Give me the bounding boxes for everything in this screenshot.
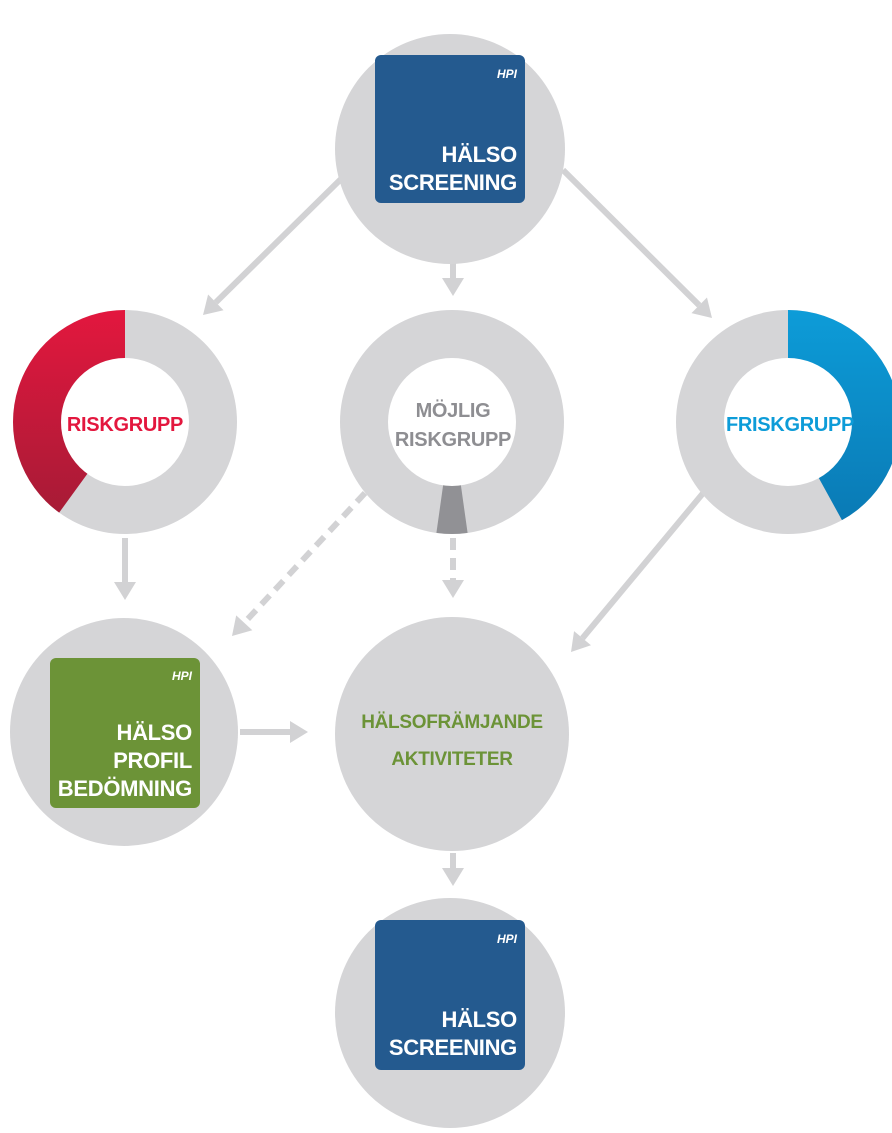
top-screening-label-line1: HÄLSO (441, 142, 517, 167)
healthy-group-node: FRISKGRUPP (676, 310, 892, 534)
possible-risk-label-line2: RISKGRUPP (395, 429, 511, 451)
bottom-screening-node: HPI HÄLSO SCREENING (335, 898, 565, 1128)
top-screening-logo: HPI (497, 67, 518, 81)
health-profile-node: HPI HÄLSO PROFIL BEDÖMNING (10, 618, 238, 846)
arrow-screening-to-healthy-head (691, 297, 712, 318)
bottom-screening-logo: HPI (497, 932, 518, 946)
healthy-group-inner (724, 358, 852, 486)
risk-group-inner (61, 358, 189, 486)
bottom-screening-box (375, 920, 525, 1070)
arrow-healthy-to-activities-line (580, 478, 717, 641)
possible-risk-group-node: MÖJLIG RISKGRUPP (340, 310, 564, 535)
risk-group-label: RISKGRUPP (67, 414, 183, 436)
bottom-screening-label-line2: SCREENING (389, 1035, 517, 1060)
health-activities-circle (335, 617, 569, 851)
arrow-profile-to-activities-head (290, 721, 308, 743)
arrow-possible-to-profile-head (232, 615, 253, 636)
top-screening-label-line2: SCREENING (389, 170, 517, 195)
health-profile-box (50, 658, 200, 808)
arrow-activities-to-screening-head (442, 868, 464, 886)
arrow-screening-to-risk-line (213, 175, 345, 305)
arrow-possible-to-activities-head (442, 580, 464, 598)
health-activities-node: HÄLSOFRÄMJANDE AKTIVITETER (335, 617, 569, 851)
arrow-screening-to-possible-head (442, 278, 464, 296)
health-activities-label-line1: HÄLSOFRÄMJANDE (361, 712, 543, 733)
arrow-screening-to-healthy-line (560, 167, 702, 308)
bottom-screening-label-line1: HÄLSO (441, 1007, 517, 1032)
possible-risk-label-line1: MÖJLIG (416, 399, 491, 422)
top-screening-box (375, 55, 525, 203)
healthy-group-label: FRISKGRUPP (726, 414, 854, 436)
arrow-screening-to-risk-head (203, 294, 224, 315)
health-profile-label-line1: HÄLSO (116, 720, 192, 745)
risk-group-node: RISKGRUPP (13, 310, 237, 534)
health-activities-label-line2: AKTIVITETER (391, 749, 513, 770)
connectors (114, 167, 717, 886)
top-screening-node: HPI HÄLSO SCREENING (335, 34, 565, 264)
arrow-risk-to-profile-head (114, 582, 136, 600)
health-profile-label-line3: BEDÖMNING (58, 776, 192, 801)
health-profile-logo: HPI (172, 669, 193, 683)
arrow-healthy-to-activities-head (571, 631, 591, 652)
health-profile-label-line2: PROFIL (113, 748, 192, 773)
possible-risk-inner (388, 358, 516, 486)
arrow-possible-to-profile-line (242, 490, 368, 625)
